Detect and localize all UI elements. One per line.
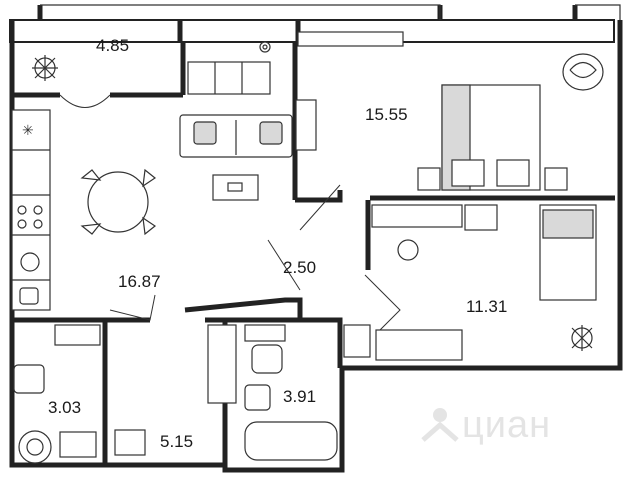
area-label-bedroom-2: 11.31 [466,297,507,316]
area-label-living-kitchen: 16.87 [118,272,161,291]
plant-icon [32,55,58,81]
bedroom-2-furniture [343,204,597,361]
dining-table [80,168,157,236]
sink-icon [19,252,40,305]
doors [109,184,401,331]
wardrobe [297,31,404,47]
fan-icon: ✳ [22,122,34,138]
kitchen: ✳ [11,109,51,311]
bathroom-1-fixtures [13,324,101,464]
hallway-fixtures [114,324,237,456]
area-label-balcony: 4.85 [96,36,129,55]
area-label-bedroom-1: 15.55 [365,105,408,124]
room-area-labels: 4.85 15.55 16.87 2.50 11.31 3.03 5.15 3.… [48,36,507,451]
watermark-text: циан [462,404,551,446]
area-label-bathroom-1: 3.03 [48,398,81,417]
rug-icon [562,53,604,91]
balcony-furniture [32,41,271,95]
stove-icon [17,205,43,229]
cian-logo-icon [421,408,459,442]
watermark: циан [421,404,551,446]
area-label-corridor: 2.50 [283,258,316,277]
bathroom-2-fixtures [244,324,338,461]
bedroom-1-furniture [295,53,604,191]
interior-walls [12,42,615,465]
area-label-hallway: 5.15 [160,432,193,451]
balcony-wall [12,42,186,108]
area-label-bathroom-2: 3.91 [283,387,316,406]
plant-icon-2 [571,325,593,351]
living-room-furniture [80,114,293,236]
